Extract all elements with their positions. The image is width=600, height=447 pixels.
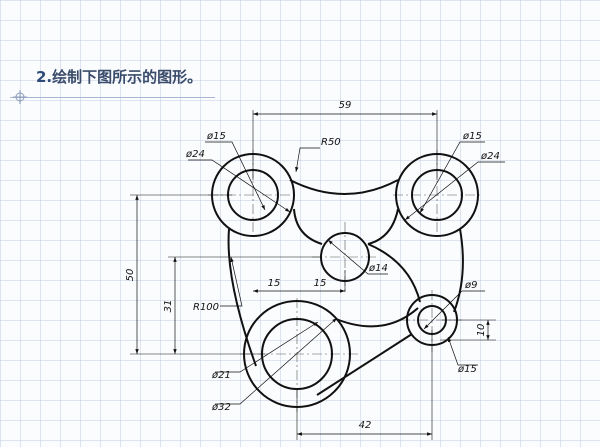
dim-small-hole-tr: ø15	[462, 131, 482, 142]
dim-big-hole: ø21	[211, 370, 231, 381]
dim-offset-left: 15	[268, 278, 281, 289]
exercise-instruction: 绘制下图所示的图形。	[52, 68, 203, 86]
exercise-number: 2.	[36, 68, 53, 86]
dim-center-hole: ø14	[368, 263, 388, 274]
dim-big-ring: ø32	[211, 402, 231, 413]
extension-lines	[130, 110, 496, 440]
dimension-lines	[135, 112, 505, 436]
dim-left-arc: R100	[193, 302, 219, 313]
exercise-heading: 2.绘制下图所示的图形。	[36, 66, 202, 87]
dimension-labels: 59 ø15 ø24 R50 ø15 ø24 ø14 50 31 15 15 R…	[125, 100, 500, 431]
dim-small-hole-br: ø9	[464, 280, 477, 291]
hole-circles	[211, 153, 479, 408]
dim-offset-right: 15	[314, 278, 327, 289]
dim-small-hole-tl: ø15	[206, 131, 226, 142]
dim-ring-tr: ø24	[480, 151, 500, 162]
dim-ring-tl: ø24	[185, 149, 205, 160]
dim-ring-br: ø15	[457, 364, 477, 375]
dim-top-arc: R50	[321, 137, 341, 148]
margin-rule	[10, 97, 215, 98]
dim-height-overall: 50	[125, 269, 136, 282]
crosshair-mark-icon	[13, 90, 27, 104]
dim-height-mid: 31	[163, 300, 174, 313]
dim-top-span: 59	[339, 100, 352, 111]
part-outline	[227, 179, 464, 396]
dim-height-small: 10	[476, 324, 487, 337]
dim-bottom-span: 42	[359, 420, 372, 431]
